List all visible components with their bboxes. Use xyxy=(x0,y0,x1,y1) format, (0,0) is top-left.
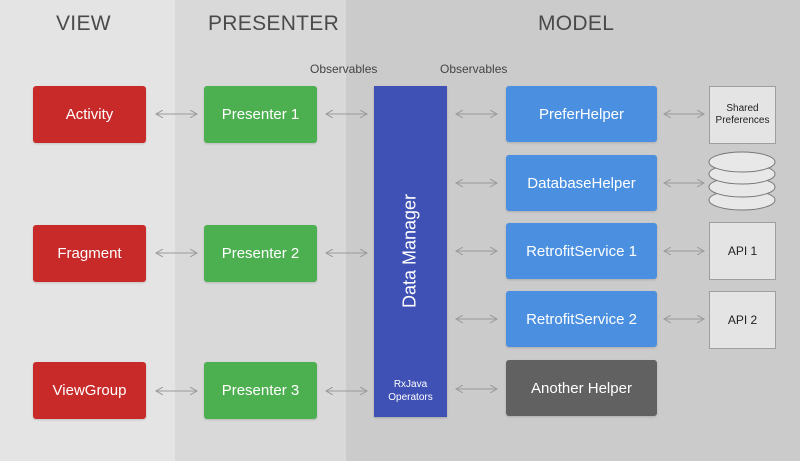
rxjava-operators-label: RxJava Operators xyxy=(388,379,433,403)
data-manager-label: Data Manager xyxy=(399,193,420,309)
retrofitservice1-box: RetrofitService 1 xyxy=(506,223,657,279)
view-heading: VIEW xyxy=(56,12,111,35)
activity-box: Activity xyxy=(33,86,146,143)
presenter-heading: PRESENTER xyxy=(208,12,340,35)
data-manager: Data Manager RxJava Operators xyxy=(374,86,447,417)
database-icon xyxy=(708,151,776,211)
shared-preferences-box: Shared Preferences xyxy=(709,86,776,144)
presenter1-box: Presenter 1 xyxy=(204,86,317,143)
preferhelper-box: PreferHelper xyxy=(506,86,657,142)
observables-label-1: Observables xyxy=(310,62,378,76)
model-heading: MODEL xyxy=(538,12,615,35)
api2-box: API 2 xyxy=(709,291,776,349)
presenter2-box: Presenter 2 xyxy=(204,225,317,282)
api1-box: API 1 xyxy=(709,222,776,280)
observables-label-2: Observables xyxy=(440,62,508,76)
presenter3-box: Presenter 3 xyxy=(204,362,317,419)
fragment-box: Fragment xyxy=(33,225,146,282)
viewgroup-box: ViewGroup xyxy=(33,362,146,419)
databasehelper-box: DatabaseHelper xyxy=(506,155,657,211)
anotherhelper-box: Another Helper xyxy=(506,360,657,416)
retrofitservice2-box: RetrofitService 2 xyxy=(506,291,657,347)
